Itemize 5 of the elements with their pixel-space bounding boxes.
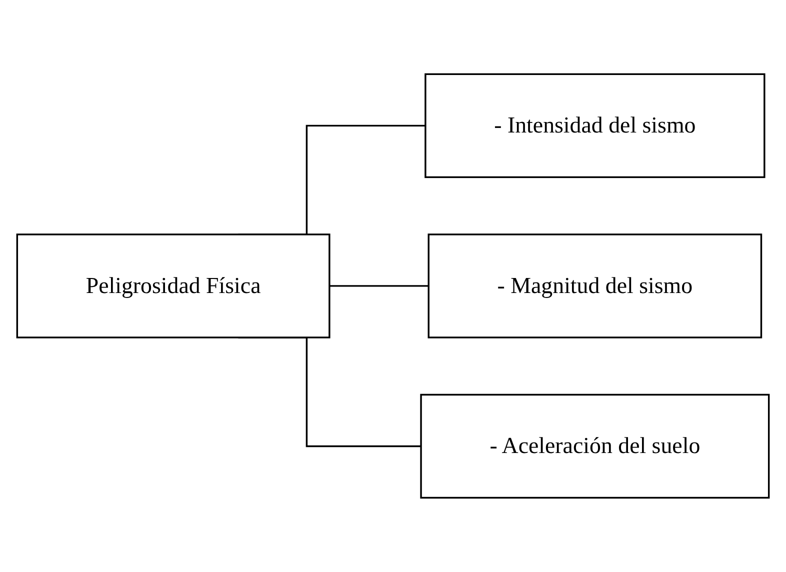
connector <box>329 285 429 287</box>
node-box: - Aceleración del suelo <box>420 394 770 499</box>
node-box: Peligrosidad Física <box>16 234 330 338</box>
node-box: - Magnitud del sismo <box>428 234 762 338</box>
node-box: - Intensidad del sismo <box>424 73 766 178</box>
